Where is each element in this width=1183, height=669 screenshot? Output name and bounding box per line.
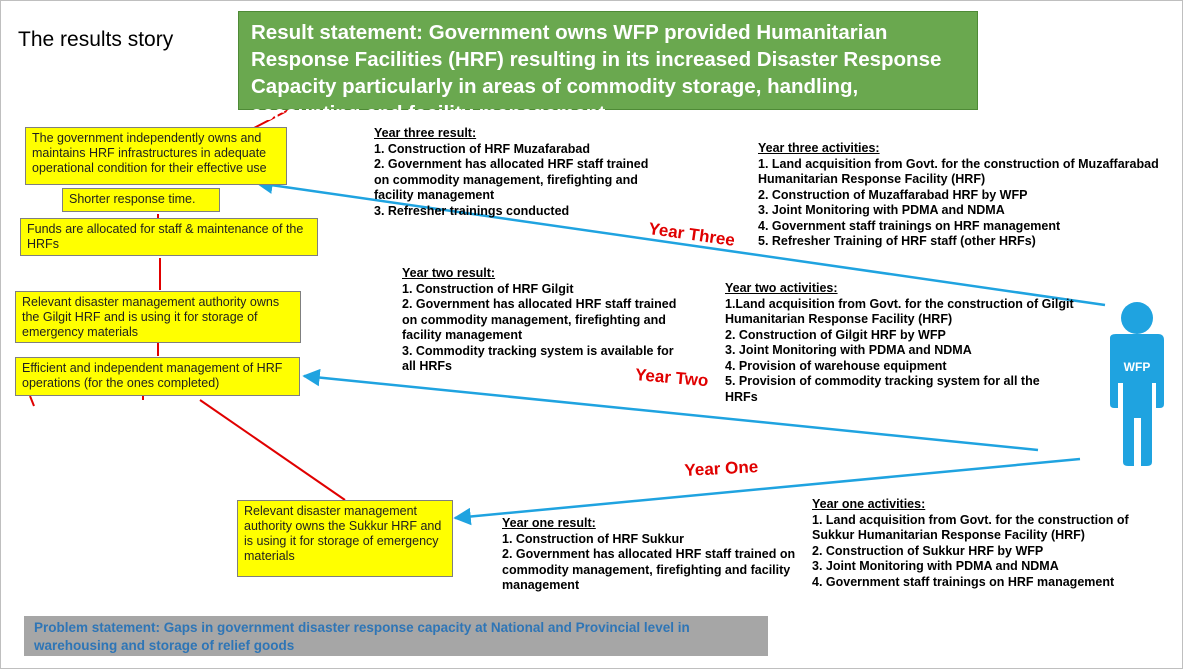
story-title: The results story bbox=[18, 28, 174, 51]
list-item: 1. Land acquisition from Govt. for the c… bbox=[812, 512, 1129, 543]
list-item: 3. Joint Monitoring with PDMA and NDMA bbox=[812, 559, 1059, 573]
wfp-label: WFP bbox=[1124, 360, 1151, 374]
list-item: 1.Land acquisition from Govt. for the co… bbox=[725, 296, 1074, 327]
list-item: 1. Construction of HRF Gilgit bbox=[402, 281, 574, 296]
year-one-activities: Year one activities: 1. Land acquisition… bbox=[812, 497, 1172, 590]
year-three-activities-heading: Year three activities: bbox=[758, 141, 880, 155]
year-one-label: Year One bbox=[684, 457, 759, 480]
list-item: 1. Land acquisition from Govt. for the c… bbox=[758, 156, 1159, 187]
outcome-box-efficient-management: Efficient and independent management of … bbox=[15, 357, 300, 396]
year-two-result-heading: Year two result: bbox=[402, 266, 496, 280]
list-item: 5. Provision of commodity tracking syste… bbox=[725, 374, 1040, 404]
list-item: 1. Construction of HRF Sukkur bbox=[502, 531, 684, 546]
list-item: 2. Construction of Sukkur HRF by WFP bbox=[812, 543, 1044, 558]
year-two-activities-heading: Year two activities: bbox=[725, 281, 838, 295]
problem-statement-box: Problem statement: Gaps in government di… bbox=[24, 616, 768, 656]
arrow-year-two bbox=[302, 368, 1039, 452]
list-item: 4. Government staff trainings on HRF man… bbox=[758, 218, 1061, 233]
year-three-result-heading: Year three result: bbox=[374, 126, 477, 140]
list-item: 4. Government staff trainings on HRF man… bbox=[812, 574, 1115, 589]
list-item: 3. Commodity tracking system is availabl… bbox=[402, 343, 674, 374]
year-one-result-heading: Year one result: bbox=[502, 516, 596, 530]
year-three-result: Year three result: 1. Construction of HR… bbox=[374, 126, 654, 219]
wfp-person-icon bbox=[1110, 302, 1164, 466]
year-two-activities: Year two activities: 1.Land acquisition … bbox=[725, 281, 1075, 405]
list-item: 4. Provision of warehouse equipment bbox=[725, 358, 947, 373]
year-three-activities: Year three activities: 1. Land acquisiti… bbox=[758, 141, 1163, 250]
year-one-result: Year one result: 1. Construction of HRF … bbox=[502, 516, 802, 594]
red-connector-6 bbox=[29, 395, 35, 407]
list-item: 1. Construction of HRF Muzafarabad bbox=[374, 141, 590, 156]
outcome-box-shorter-response: Shorter response time. bbox=[62, 188, 220, 212]
outcome-box-funds-allocated: Funds are allocated for staff & maintena… bbox=[20, 218, 318, 256]
list-item: 5. Refresher Training of HRF staff (othe… bbox=[758, 234, 1036, 248]
arrow-year-three bbox=[255, 176, 1106, 307]
list-item: 2. Government has allocated HRF staff tr… bbox=[402, 297, 677, 342]
list-item: 3. Refresher trainings conducted bbox=[374, 203, 570, 218]
list-item: 3. Joint Monitoring with PDMA and NDMA bbox=[725, 343, 972, 357]
year-two-result: Year two result: 1. Construction of HRF … bbox=[402, 266, 677, 375]
list-item: 2. Construction of Gilgit HRF by WFP bbox=[725, 327, 946, 342]
outcome-box-gilgit-hrf: Relevant disaster management authority o… bbox=[15, 291, 301, 343]
list-item: 3. Joint Monitoring with PDMA and NDMA bbox=[758, 203, 1005, 217]
outcome-box-sukkur-hrf: Relevant disaster management authority o… bbox=[237, 500, 453, 577]
list-item: 2. Construction of Muzaffarabad HRF by W… bbox=[758, 187, 1028, 202]
arrow-year-one bbox=[453, 457, 1081, 526]
list-item: 2. Government has allocated HRF staff tr… bbox=[374, 157, 649, 202]
outcome-box-government-owns: The government independently owns and ma… bbox=[25, 127, 287, 185]
result-statement-box: Result statement: Government owns WFP pr… bbox=[238, 11, 978, 125]
red-connector-7 bbox=[199, 399, 346, 501]
year-one-activities-heading: Year one activities: bbox=[812, 497, 926, 511]
list-item: 2. Government has allocated HRF staff tr… bbox=[502, 547, 796, 592]
